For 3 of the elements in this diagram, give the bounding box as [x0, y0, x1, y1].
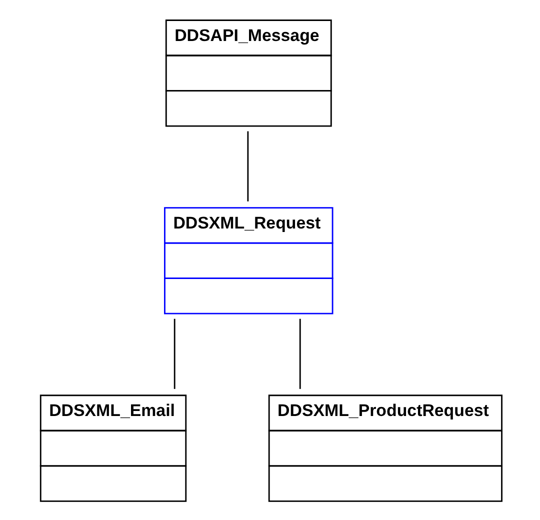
connector [173, 318, 175, 389]
connector [246, 131, 248, 202]
connector [298, 318, 300, 389]
